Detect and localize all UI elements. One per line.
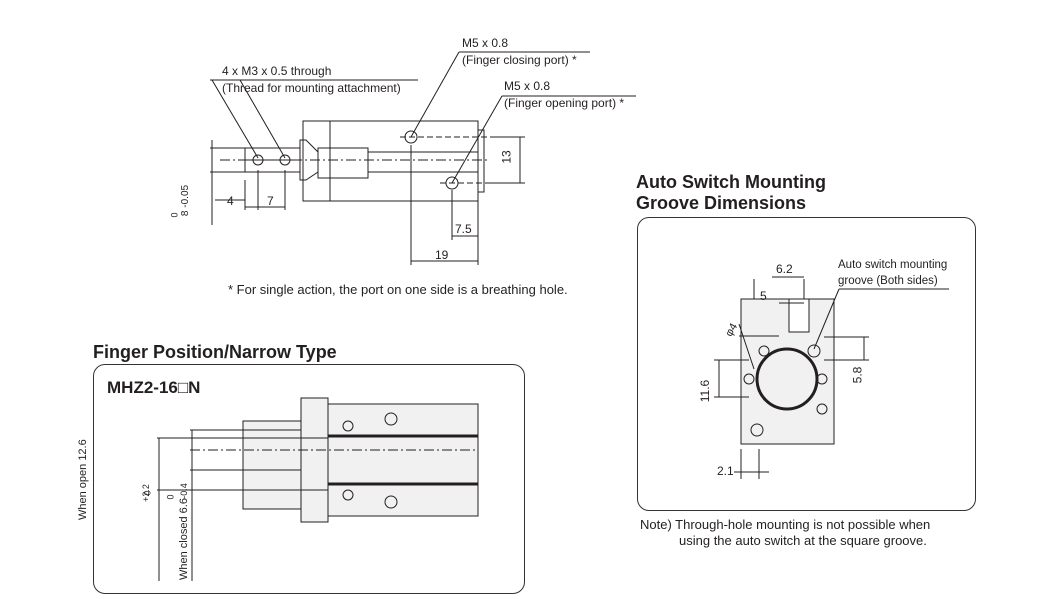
groove-label-line2: groove (Both sides) xyxy=(838,275,938,287)
dim-8-tolerance: 8 -0.05 xyxy=(180,184,192,217)
thread-leader xyxy=(211,79,259,159)
breathing-hole-note: * For single action, the port on one sid… xyxy=(228,282,568,297)
port1-label: M5 x 0.8 xyxy=(462,36,509,50)
thread-leader-2 xyxy=(239,79,286,159)
dim-6-2: 6.2 xyxy=(776,262,793,276)
switch-drawing xyxy=(714,276,949,479)
open-tolerance-lower: 0 xyxy=(142,490,153,496)
finger-drawing xyxy=(157,397,479,581)
dim-7-5: 7.5 xyxy=(455,222,472,236)
dim-5-8: 5.8 xyxy=(850,366,865,384)
port1-sub-label: (Finger closing port) * xyxy=(462,53,577,67)
dim-13: 13 xyxy=(499,150,514,164)
dim-11-6: 11.6 xyxy=(698,379,713,403)
switch-title-line1: Auto Switch Mounting xyxy=(636,172,826,192)
port2-sub-label: (Finger opening port) * xyxy=(504,96,625,110)
closed-tolerance-lower: -0.4 xyxy=(178,483,189,499)
dim-4: 4 xyxy=(227,194,234,208)
switch-note-line1: Note) Through-hole mounting is not possi… xyxy=(640,517,931,532)
dim-7: 7 xyxy=(267,194,274,208)
port2-leader xyxy=(451,95,503,184)
switch-note-line2: using the auto switch at the square groo… xyxy=(679,533,927,548)
dim-8-tolerance-upper: 0 xyxy=(169,212,180,218)
closed-tolerance-upper: 0 xyxy=(165,494,176,500)
switch-title-line2: Groove Dimensions xyxy=(636,193,807,213)
thread-label: 4 x M3 x 0.5 through xyxy=(222,64,332,78)
model-label: MHZ2-16□N xyxy=(107,378,201,397)
thread-sub-label: (Thread for mounting attachment) xyxy=(222,81,401,95)
finger-section-title: Finger Position/Narrow Type xyxy=(93,342,337,362)
bore-circle xyxy=(755,347,819,411)
groove-slot xyxy=(788,298,810,333)
dim-2-1: 2.1 xyxy=(717,464,734,478)
dim-5: 5 xyxy=(760,289,767,303)
body-block xyxy=(327,403,479,517)
flange-plate xyxy=(300,397,329,523)
top-view-drawing xyxy=(210,51,636,265)
open-dimension: When open 12.6 xyxy=(77,439,89,520)
groove-label-line1: Auto switch mounting xyxy=(838,259,948,271)
port2-label: M5 x 0.8 xyxy=(504,79,551,93)
finger-block xyxy=(242,420,302,510)
closed-dimension: When closed 6.6 xyxy=(178,498,190,580)
port1-leader xyxy=(410,51,460,138)
dim-19: 19 xyxy=(435,248,449,262)
